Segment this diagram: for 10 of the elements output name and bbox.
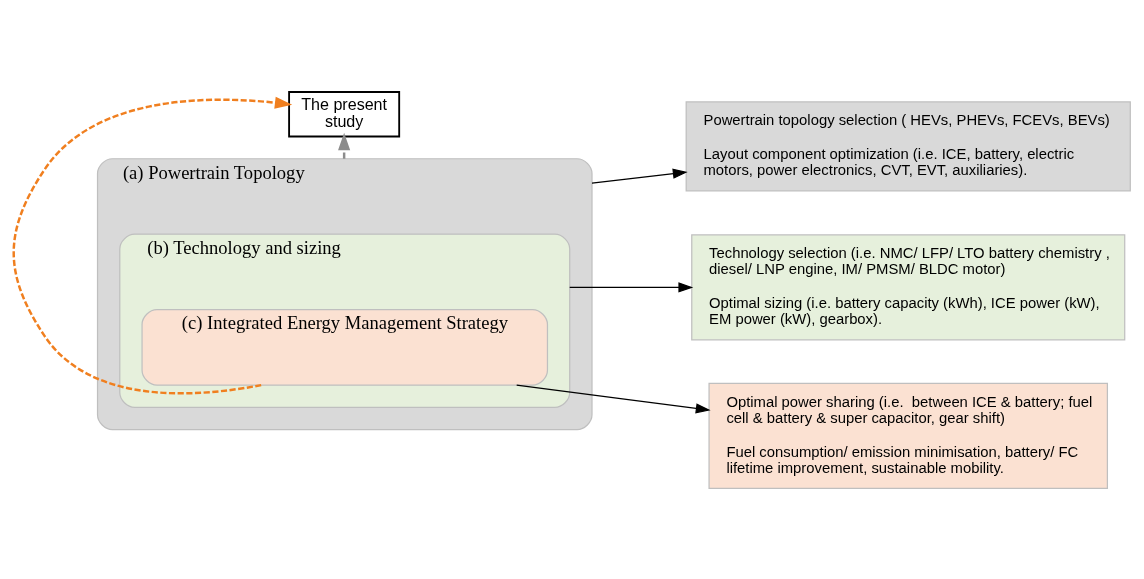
arrow (591, 168, 688, 184)
node-box: The present study (288, 90, 401, 137)
node-box: (c) Integrated Energy Management Strategy (141, 308, 549, 386)
arrow (516, 384, 711, 414)
arrow (338, 132, 351, 159)
node-box: Optimal power sharing (i.e. between ICE & battery; fuel cell & battery & super capacitor, gear shift) Fuel consumption/ emission minimisation, battery/ FC lifetime improvement, sustainable mobility. (708, 382, 1108, 489)
arrow (569, 281, 694, 293)
arrow (12, 96, 293, 395)
node-box: Powertrain topology selection ( HEVs, PHEVs, FCEVs, BEVs) Layout component optimization (i.e. ICE, battery, electric motors, power electronics, CVT, EVT, auxiliaries). (685, 100, 1131, 191)
node-box: Technology selection (i.e. NMC/ LFP/ LTO battery chemistry , diesel/ LNP engine, IM/ PMSM/ BLDC motor) Optimal sizing (i.e. battery capacity (kWh), ICE power (kW), EM power (kW), gearbox). (691, 233, 1126, 340)
